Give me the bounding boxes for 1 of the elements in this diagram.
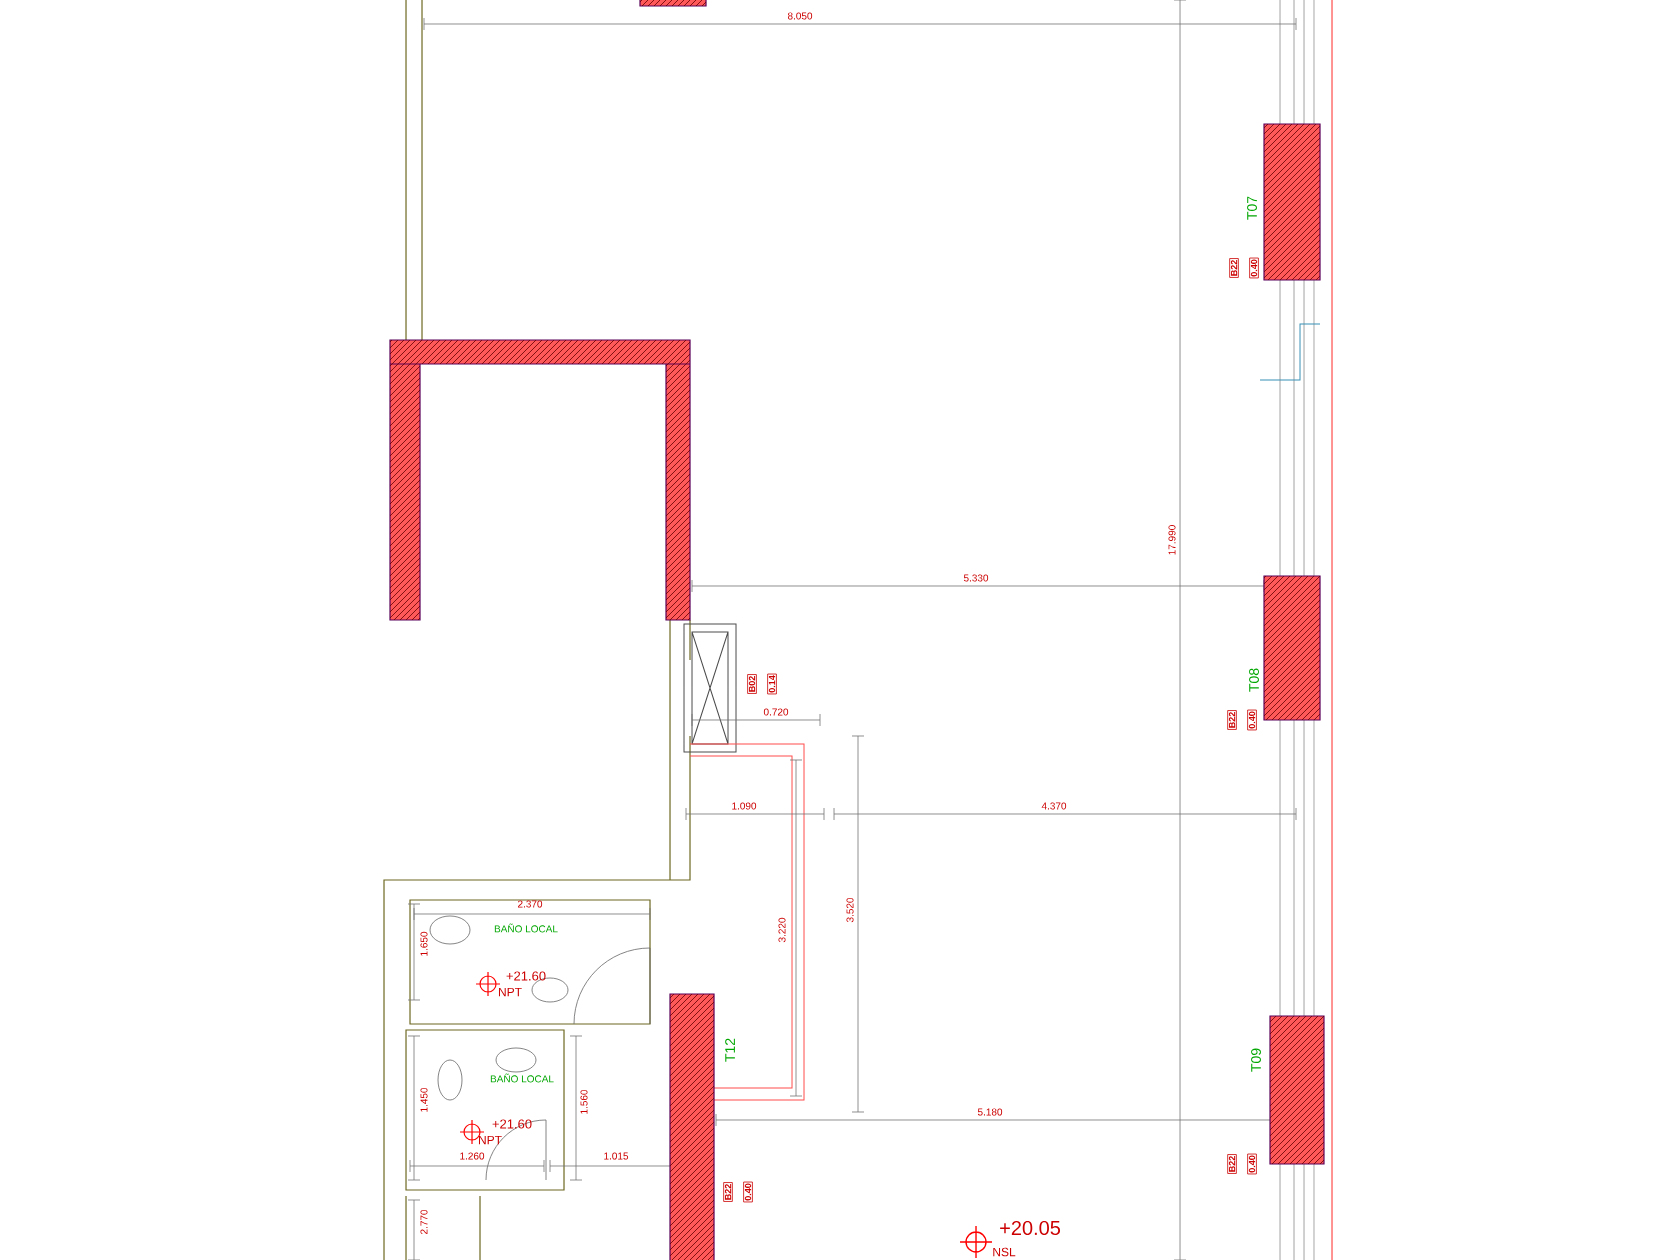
- level-label: +20.05: [1000, 1220, 1061, 1236]
